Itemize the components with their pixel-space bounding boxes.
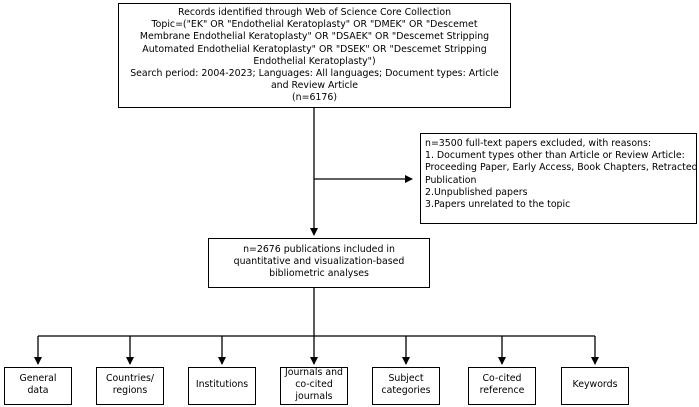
- excluded-line: 2.Unpublished papers: [425, 186, 528, 198]
- category-keywords-box: [561, 367, 629, 405]
- category-co-cited-reference-box: [468, 367, 536, 405]
- category-journals-box: [280, 367, 348, 405]
- category-general-data-box: [4, 367, 72, 405]
- excluded-line: n=3500 full-text papers excluded, with r…: [425, 138, 652, 149]
- category-label: Subject: [388, 373, 424, 384]
- included-publications-box: [208, 238, 430, 288]
- category-label: data: [27, 385, 49, 397]
- records-line: Automated Endothelial Keratoplasty" OR "…: [142, 43, 487, 55]
- category-countries-regions-text: Countries/ regions: [96, 373, 164, 397]
- category-countries-regions-box: [96, 367, 164, 405]
- excluded-line: 1. Document types other than Article or …: [425, 150, 685, 162]
- excluded-papers-box: [420, 133, 697, 224]
- included-line: n=2676 publications included in: [243, 244, 395, 255]
- records-line: (n=6176): [292, 92, 337, 104]
- included-publications-text: n=2676 publications included in quantita…: [208, 244, 430, 281]
- category-general-data-text: General data: [4, 373, 72, 397]
- category-label: General: [19, 373, 57, 384]
- included-line: bibliometric analyses: [269, 268, 369, 280]
- category-label: categories: [381, 385, 431, 397]
- category-label: Keywords: [572, 379, 618, 390]
- category-keywords-text: Keywords: [561, 379, 629, 391]
- records-line: Search period: 2004-2023; Languages: All…: [130, 68, 499, 80]
- included-line: quantitative and visualization-based: [233, 256, 405, 268]
- category-label: Institutions: [195, 379, 249, 390]
- category-label: journals: [295, 391, 333, 403]
- records-line: Membrane Endothelial Keratoplasty" OR "D…: [139, 31, 490, 43]
- category-label: Countries/: [105, 373, 155, 384]
- category-label: Co-cited: [482, 373, 522, 384]
- records-identified-text: Records identified through Web of Scienc…: [118, 7, 511, 105]
- records-line: and Review Article: [270, 80, 359, 92]
- records-line: Topic=("EK" OR "Endothelial Keratoplasty…: [151, 19, 478, 31]
- category-co-cited-reference-text: Co-cited reference: [468, 373, 536, 397]
- category-institutions-text: Institutions: [186, 379, 258, 391]
- records-identified-box: [118, 3, 511, 108]
- category-label: regions: [112, 385, 148, 397]
- excluded-line: Proceeding Paper, Early Access, Book Cha…: [425, 162, 698, 174]
- excluded-line: Publication: [425, 174, 477, 186]
- excluded-papers-text: n=3500 full-text papers excluded, with r…: [425, 138, 698, 211]
- category-subject-categories-box: [372, 367, 440, 405]
- category-journals-text: Journals and co-cited journals: [279, 367, 349, 404]
- records-line: Records identified through Web of Scienc…: [177, 7, 452, 18]
- category-label: reference: [479, 385, 525, 397]
- category-label: Journals and: [285, 367, 343, 378]
- category-label: co-cited: [295, 379, 333, 391]
- category-institutions-box: [188, 367, 256, 405]
- records-line: Endothelial Keratoplasty"): [253, 55, 376, 67]
- category-subject-categories-text: Subject categories: [372, 373, 440, 397]
- excluded-line: 3.Papers unrelated to the topic: [425, 199, 571, 211]
